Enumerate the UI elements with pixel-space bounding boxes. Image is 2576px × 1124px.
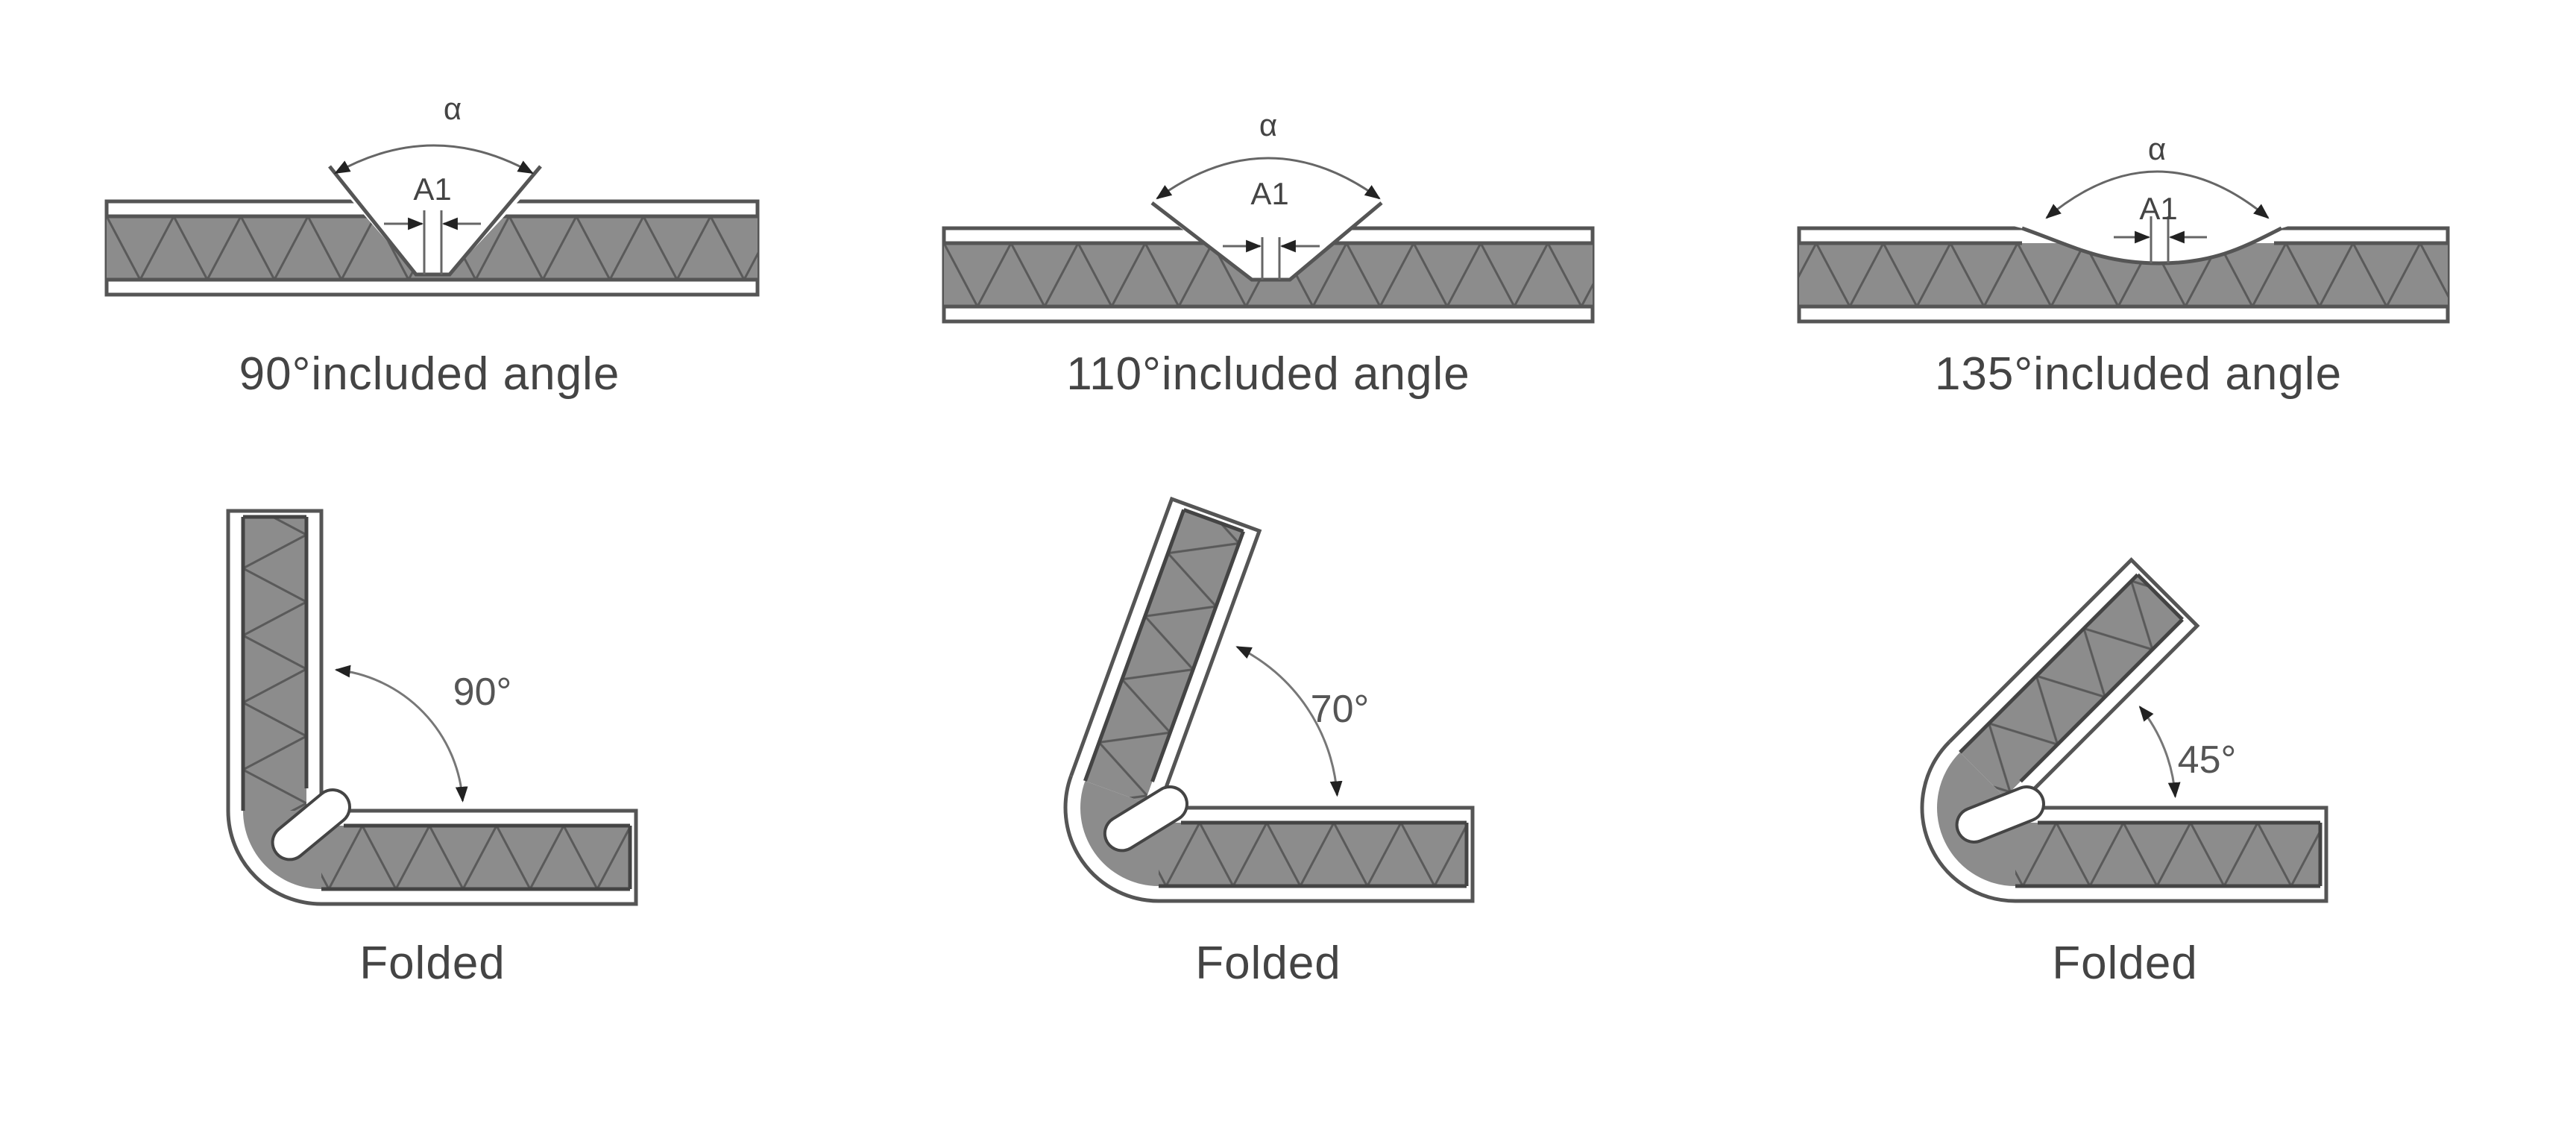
groove-panel-135: α A1 135°included angle	[1797, 131, 2450, 400]
fold-caption: Folded	[2052, 938, 2198, 989]
alpha-arc	[1156, 157, 1381, 200]
groove-panel-90: α A1 90°included angle	[104, 91, 760, 400]
folded-panel-90	[226, 509, 638, 906]
corner-outline	[1920, 740, 2016, 903]
v-groove-outline	[1150, 201, 1383, 282]
hinge-slot	[274, 791, 348, 858]
hinge-slot	[1106, 788, 1185, 850]
horizontal-leg-outline	[321, 809, 638, 906]
alpha-arc	[334, 144, 534, 175]
alpha-symbol: α	[1259, 107, 1277, 142]
folded-panel-45	[1920, 557, 2328, 903]
corner-outline	[226, 810, 322, 906]
horizontal-leg-core	[320, 826, 630, 889]
vertical-leg-core	[243, 517, 306, 812]
vertical-leg-core	[1959, 574, 2183, 799]
rotated-leg	[1069, 496, 1262, 809]
core-line	[1150, 530, 1245, 782]
alpha-symbol: α	[444, 91, 462, 126]
a1-label: A1	[1250, 176, 1288, 211]
groove-caption: 110°included angle	[1066, 348, 1470, 400]
angle-arc	[2138, 706, 2181, 799]
groove-panel-110: α A1 110°included angle	[942, 107, 1595, 400]
a1-label: A1	[2139, 191, 2177, 226]
core-line	[1083, 509, 1186, 782]
vertical-leg-outline	[226, 509, 324, 811]
fold-angle-label: 70°	[1311, 688, 1370, 731]
groove-caption: 90°included angle	[239, 348, 620, 400]
a1-label: A1	[413, 172, 451, 207]
core-line	[1182, 508, 1244, 533]
angle-arc	[1235, 645, 1343, 797]
hinge-slot	[1958, 788, 2042, 841]
fold-caption: Folded	[359, 938, 506, 989]
vertical-leg-outline	[1069, 496, 1262, 802]
vertical-leg-core	[1084, 509, 1244, 805]
fold-angle-label: 45°	[2178, 738, 2237, 782]
rotated-leg	[1947, 557, 2200, 809]
horizontal-leg-outline	[1159, 806, 1475, 903]
folded-panel-70	[1063, 496, 1475, 903]
core-line	[2136, 573, 2184, 621]
horizontal-leg-outline	[2015, 806, 2328, 903]
alpha-symbol: α	[2148, 131, 2166, 166]
v-groove-outline	[328, 165, 542, 277]
alpha-arc	[2045, 170, 2270, 219]
horizontal-leg-core	[2014, 823, 2320, 886]
fold-angle-label: 90°	[453, 671, 512, 714]
rotated-leg	[226, 509, 324, 812]
core-line	[2019, 618, 2184, 783]
fold-caption: Folded	[1195, 938, 1341, 989]
v-groove-outline	[2021, 226, 2283, 266]
corner-outline	[1063, 775, 1159, 903]
horizontal-leg-core	[1157, 823, 1467, 886]
vertical-leg-outline	[1947, 557, 2200, 804]
core-line	[1958, 573, 2139, 754]
groove-caption: 135°included angle	[1935, 348, 2342, 400]
angle-arc	[334, 665, 468, 803]
